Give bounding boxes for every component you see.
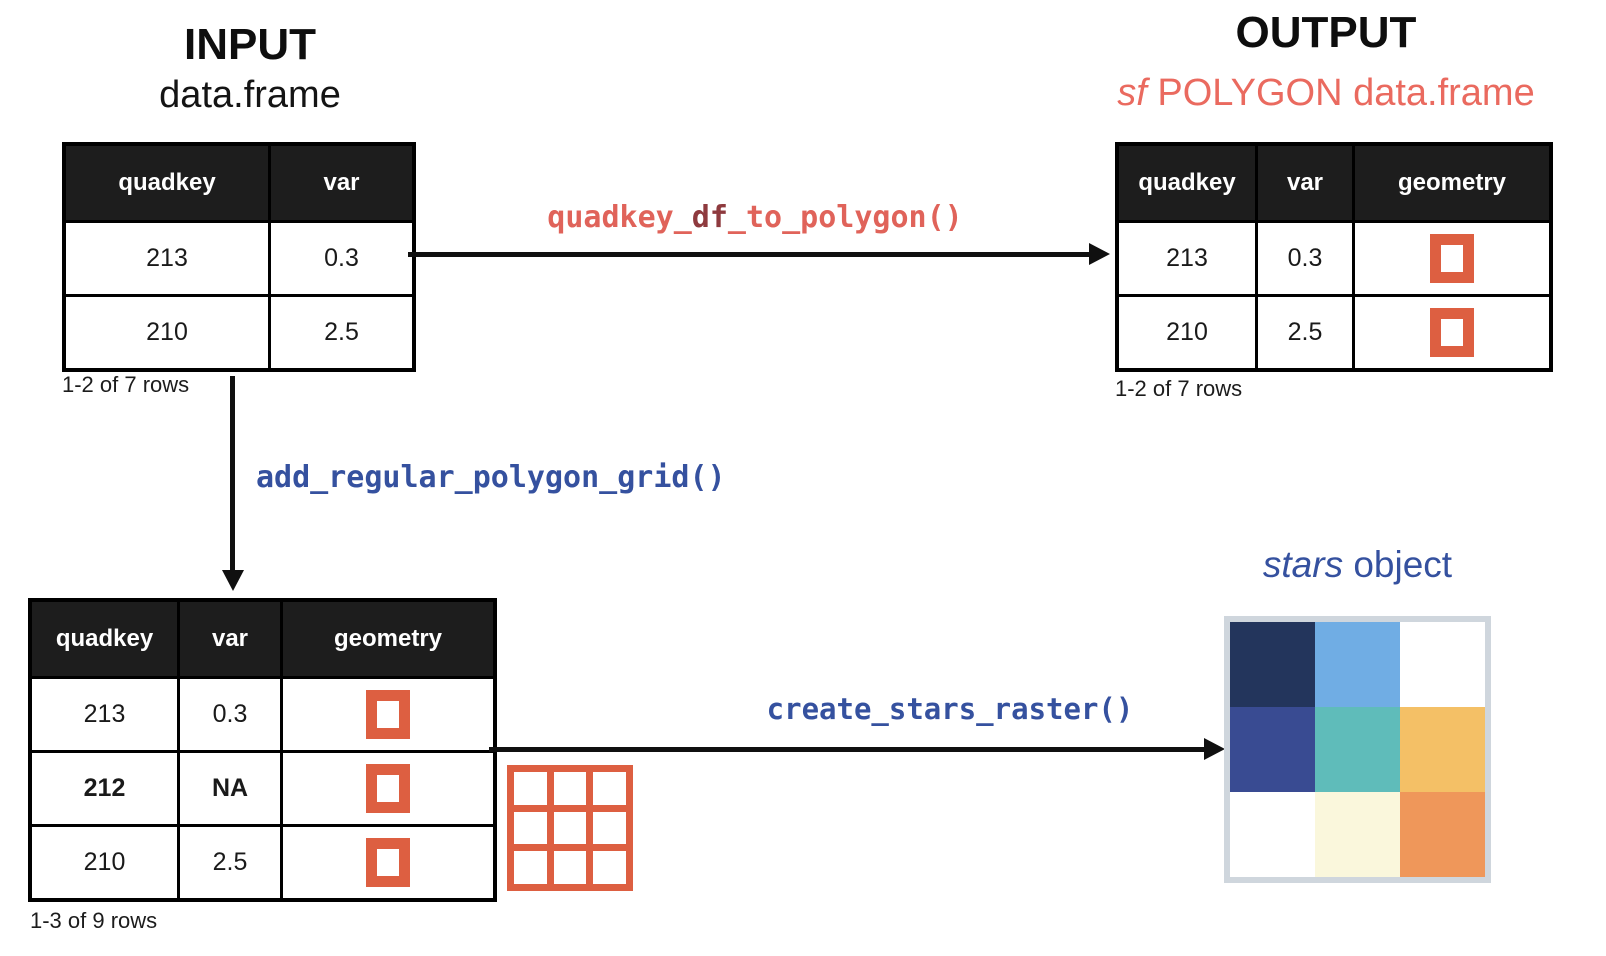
output-subtitle: sf POLYGON data.frame	[1071, 72, 1581, 115]
intermediate-col-header-var: var	[180, 602, 280, 676]
arrow-create-raster-head-icon	[1204, 738, 1225, 760]
input-col-header-quadkey: quadkey	[66, 146, 268, 220]
function-label-create-stars-raster: create_stars_raster()	[766, 692, 1134, 726]
raster-cell	[1230, 707, 1315, 792]
raster-cell	[1230, 622, 1315, 707]
stars-raster	[1224, 616, 1491, 883]
output-col-header-var: var	[1258, 146, 1352, 220]
arrow-create-raster-line	[489, 747, 1205, 752]
output-title: OUTPUT	[1235, 8, 1417, 57]
table-cell: 213	[66, 223, 268, 294]
table-cell: 213	[1119, 223, 1255, 294]
function-label-part: quadkey_	[547, 200, 692, 235]
input-table-caption: 1-2 of 7 rows	[62, 372, 190, 397]
table-cell: 2.5	[271, 297, 412, 368]
grid-cell	[593, 851, 626, 884]
table-cell: 210	[32, 827, 177, 898]
output-col-header-quadkey: quadkey	[1119, 146, 1255, 220]
polygon-icon	[1430, 308, 1474, 357]
grid-cell	[514, 772, 547, 805]
grid-cell	[593, 772, 626, 805]
function-label-part: _to_polygon()	[727, 200, 963, 235]
table-cell	[1355, 297, 1549, 368]
stars-object-label: stars object	[1210, 544, 1505, 586]
raster-cell	[1315, 707, 1400, 792]
intermediate-table: quadkey var geometry 213 0.3 212 NA 210 …	[28, 598, 497, 902]
polygon-icon	[1430, 234, 1474, 283]
input-col-header-var: var	[271, 146, 412, 220]
output-table: quadkey var geometry 213 0.3 210 2.5	[1115, 142, 1553, 372]
output-subtitle-rest: POLYGON data.frame	[1146, 72, 1535, 114]
raster-cell	[1315, 622, 1400, 707]
output-col-header-geometry: geometry	[1355, 146, 1549, 220]
polygon-icon	[366, 838, 410, 887]
table-cell: 2.5	[180, 827, 280, 898]
intermediate-table-caption: 1-3 of 9 rows	[30, 908, 158, 933]
table-cell: 210	[66, 297, 268, 368]
table-cell: 2.5	[1258, 297, 1352, 368]
raster-cell	[1400, 707, 1485, 792]
table-cell: 0.3	[271, 223, 412, 294]
table-cell: 0.3	[180, 679, 280, 750]
table-cell: 0.3	[1258, 223, 1352, 294]
raster-cell	[1400, 622, 1485, 707]
grid-cell	[553, 811, 587, 845]
table-cell	[1355, 223, 1549, 294]
function-label-part: df	[691, 200, 728, 235]
table-cell	[283, 827, 493, 898]
grid-cell	[593, 811, 626, 845]
arrow-add-grid-line	[230, 376, 235, 572]
arrow-to-polygon-head-icon	[1089, 243, 1110, 265]
intermediate-col-header-geometry: geometry	[283, 602, 493, 676]
table-cell	[283, 753, 493, 824]
grid-cell	[514, 851, 547, 884]
grid-cell	[553, 851, 587, 884]
grid-cell	[553, 772, 587, 805]
function-label-add-regular-polygon-grid: add_regular_polygon_grid()	[256, 460, 726, 495]
input-title: INPUT	[184, 20, 316, 69]
function-label-quadkey-df-to-polygon: quadkey_df_to_polygon()	[455, 200, 1055, 235]
table-cell: NA	[180, 753, 280, 824]
table-cell: 210	[1119, 297, 1255, 368]
table-cell	[283, 679, 493, 750]
stars-object-label-stars: stars	[1262, 544, 1344, 585]
stars-object-label-rest: object	[1343, 544, 1453, 585]
input-subtitle: data.frame	[159, 74, 341, 116]
polygon-icon	[366, 690, 410, 739]
polygon-grid-icon	[507, 765, 633, 891]
arrow-to-polygon-line	[408, 252, 1090, 257]
raster-cell	[1400, 792, 1485, 877]
polygon-icon	[366, 764, 410, 813]
raster-cell	[1315, 792, 1400, 877]
intermediate-col-header-quadkey: quadkey	[32, 602, 177, 676]
output-table-caption: 1-2 of 7 rows	[1115, 376, 1243, 401]
table-cell: 213	[32, 679, 177, 750]
output-subtitle-sf: sf	[1117, 72, 1147, 114]
raster-cell	[1230, 792, 1315, 877]
arrow-add-grid-head-icon	[222, 570, 244, 591]
table-cell: 212	[32, 753, 177, 824]
grid-cell	[514, 811, 547, 845]
input-table: quadkey var 213 0.3 210 2.5	[62, 142, 416, 372]
